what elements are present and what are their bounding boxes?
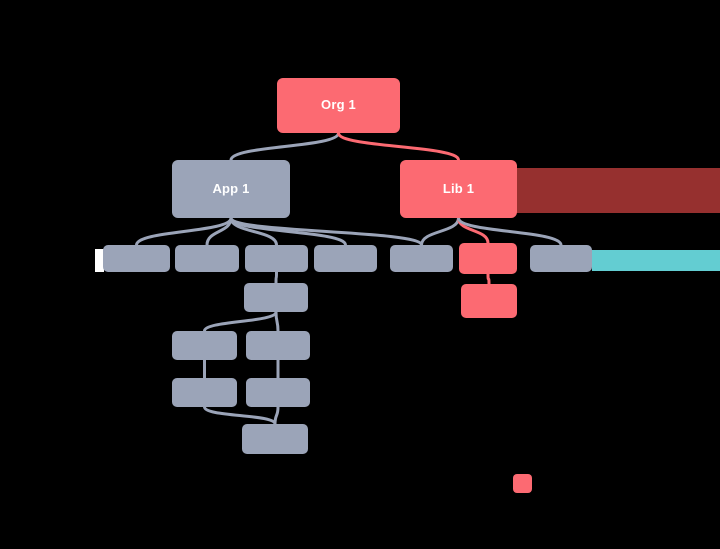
- graph-node[interactable]: [314, 245, 377, 272]
- white-strip-left: [95, 249, 104, 272]
- graph-edge: [229, 131, 340, 162]
- graph-edge: [135, 216, 233, 247]
- graph-edge: [486, 272, 491, 286]
- graph-edge: [457, 216, 563, 247]
- graph-edge: [229, 216, 278, 247]
- graph-node[interactable]: [172, 378, 237, 407]
- graph-edge: [420, 216, 460, 247]
- graph-edge: [457, 216, 490, 245]
- graph-node[interactable]: [530, 245, 592, 272]
- teal-strip: [592, 250, 720, 271]
- graph-node[interactable]: [172, 331, 237, 360]
- graph-node[interactable]: [390, 245, 453, 272]
- graph-node[interactable]: [103, 245, 170, 272]
- watermark: [513, 474, 539, 493]
- graph-node[interactable]: [242, 424, 308, 454]
- graph-node-label: Lib 1: [442, 180, 475, 196]
- graph-node[interactable]: [244, 283, 308, 312]
- dark-red-strip: [511, 168, 720, 213]
- graph-node[interactable]: [246, 378, 310, 407]
- graph-edge: [274, 270, 278, 285]
- graph-edge: [229, 216, 423, 247]
- graph-edge: [203, 405, 277, 426]
- graph-node-label: Org 1: [321, 97, 356, 113]
- graph-node[interactable]: [245, 245, 308, 272]
- graph-node-app1[interactable]: App 1: [172, 160, 290, 218]
- graph-node[interactable]: [461, 284, 517, 318]
- graph-node-org1[interactable]: Org 1: [277, 78, 400, 133]
- graph-node-label: App 1: [212, 180, 250, 196]
- graph-edge: [274, 310, 280, 333]
- graph-edge: [205, 216, 233, 247]
- graph-node[interactable]: [246, 331, 310, 360]
- graph-edge: [229, 216, 347, 247]
- graph-node[interactable]: [459, 243, 517, 274]
- graph-edge: [337, 131, 460, 162]
- graph-node[interactable]: [175, 245, 239, 272]
- brand-logo-mark-icon: [513, 474, 532, 493]
- graph-edge: [203, 310, 278, 333]
- graph-node-lib1[interactable]: Lib 1: [400, 160, 517, 218]
- graph-edge: [273, 405, 280, 426]
